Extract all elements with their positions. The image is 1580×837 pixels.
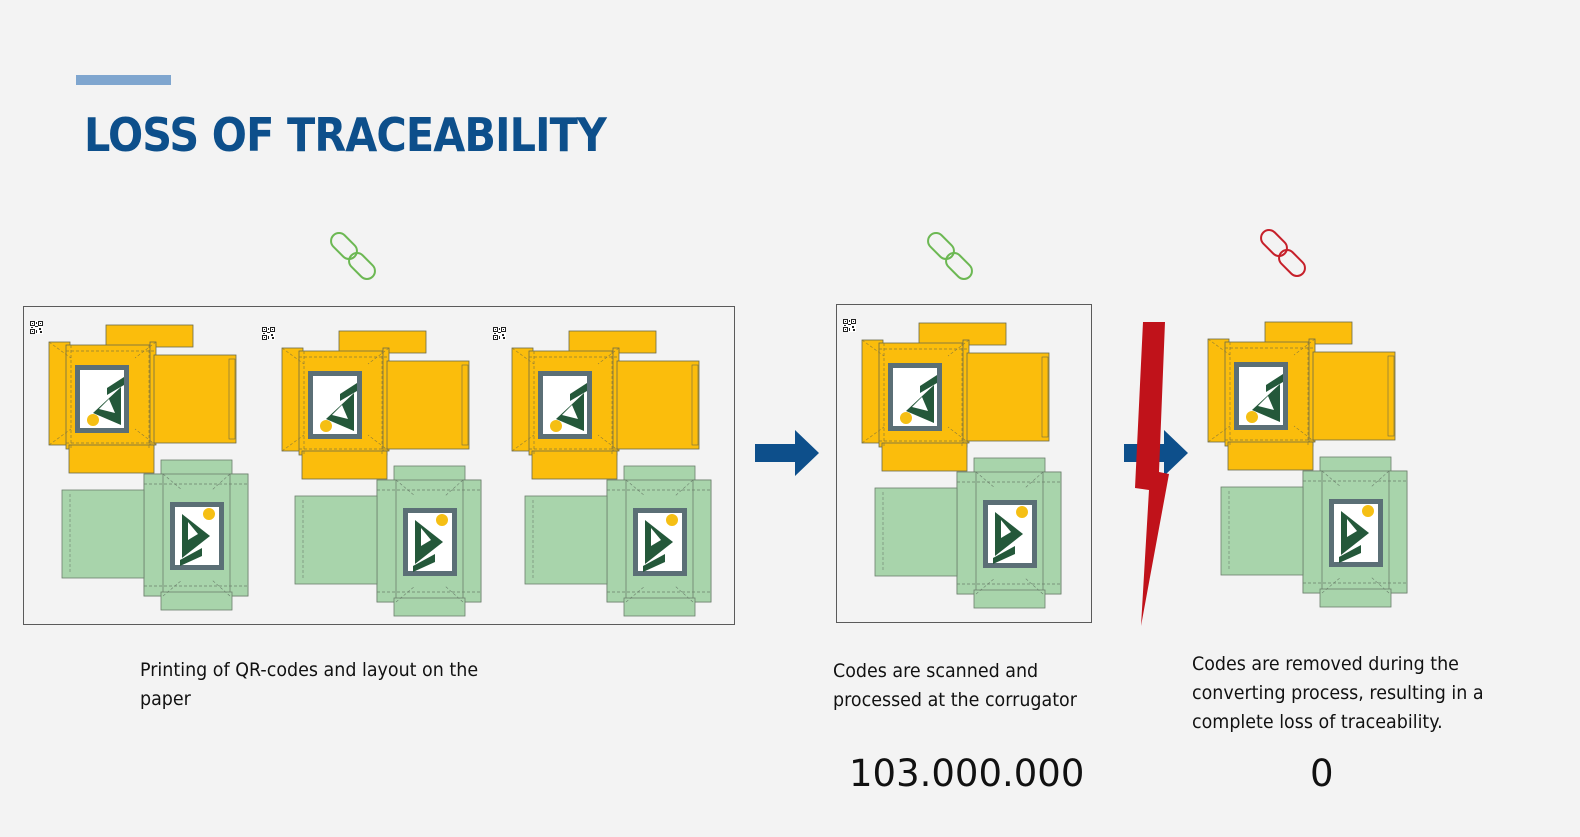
yellow-box-blank bbox=[281, 330, 470, 480]
stage-2-caption: Codes are scanned and processed at the c… bbox=[833, 660, 1077, 711]
qr-code-icon bbox=[492, 326, 507, 341]
green-box-blank bbox=[1220, 456, 1408, 608]
yellow-box-blank bbox=[861, 322, 1050, 472]
title-accent-bar bbox=[76, 75, 171, 85]
stage-2-count: 103.000.000 bbox=[849, 752, 1085, 795]
printed-paper-layout-panel bbox=[23, 306, 735, 625]
stage-3-count: 0 bbox=[1310, 752, 1334, 795]
qr-code-icon bbox=[842, 318, 857, 333]
yellow-box-blank bbox=[1207, 321, 1396, 471]
chain-link-icon bbox=[330, 232, 376, 280]
qr-code-icon bbox=[29, 320, 44, 335]
broken-chain-icon bbox=[1260, 229, 1306, 277]
green-box-blank bbox=[294, 465, 482, 617]
chain-link-icon bbox=[927, 232, 973, 280]
yellow-box-blank bbox=[48, 324, 237, 474]
green-box-blank bbox=[61, 459, 249, 611]
stage-3-caption: Codes are removed during the converting … bbox=[1192, 653, 1484, 733]
lightning-bolt-icon bbox=[1135, 322, 1169, 626]
green-box-blank bbox=[524, 465, 712, 617]
page-title: LOSS OF TRACEABILITY bbox=[84, 108, 607, 162]
converted-boxes bbox=[1207, 321, 1408, 608]
stage-1-caption: Printing of QR-codes and layout on the p… bbox=[140, 659, 479, 710]
corrugator-panel bbox=[836, 304, 1092, 623]
green-box-blank bbox=[874, 457, 1062, 609]
qr-code-icon bbox=[261, 326, 276, 341]
yellow-box-blank bbox=[511, 330, 700, 480]
arrow-right-icon bbox=[755, 430, 819, 476]
